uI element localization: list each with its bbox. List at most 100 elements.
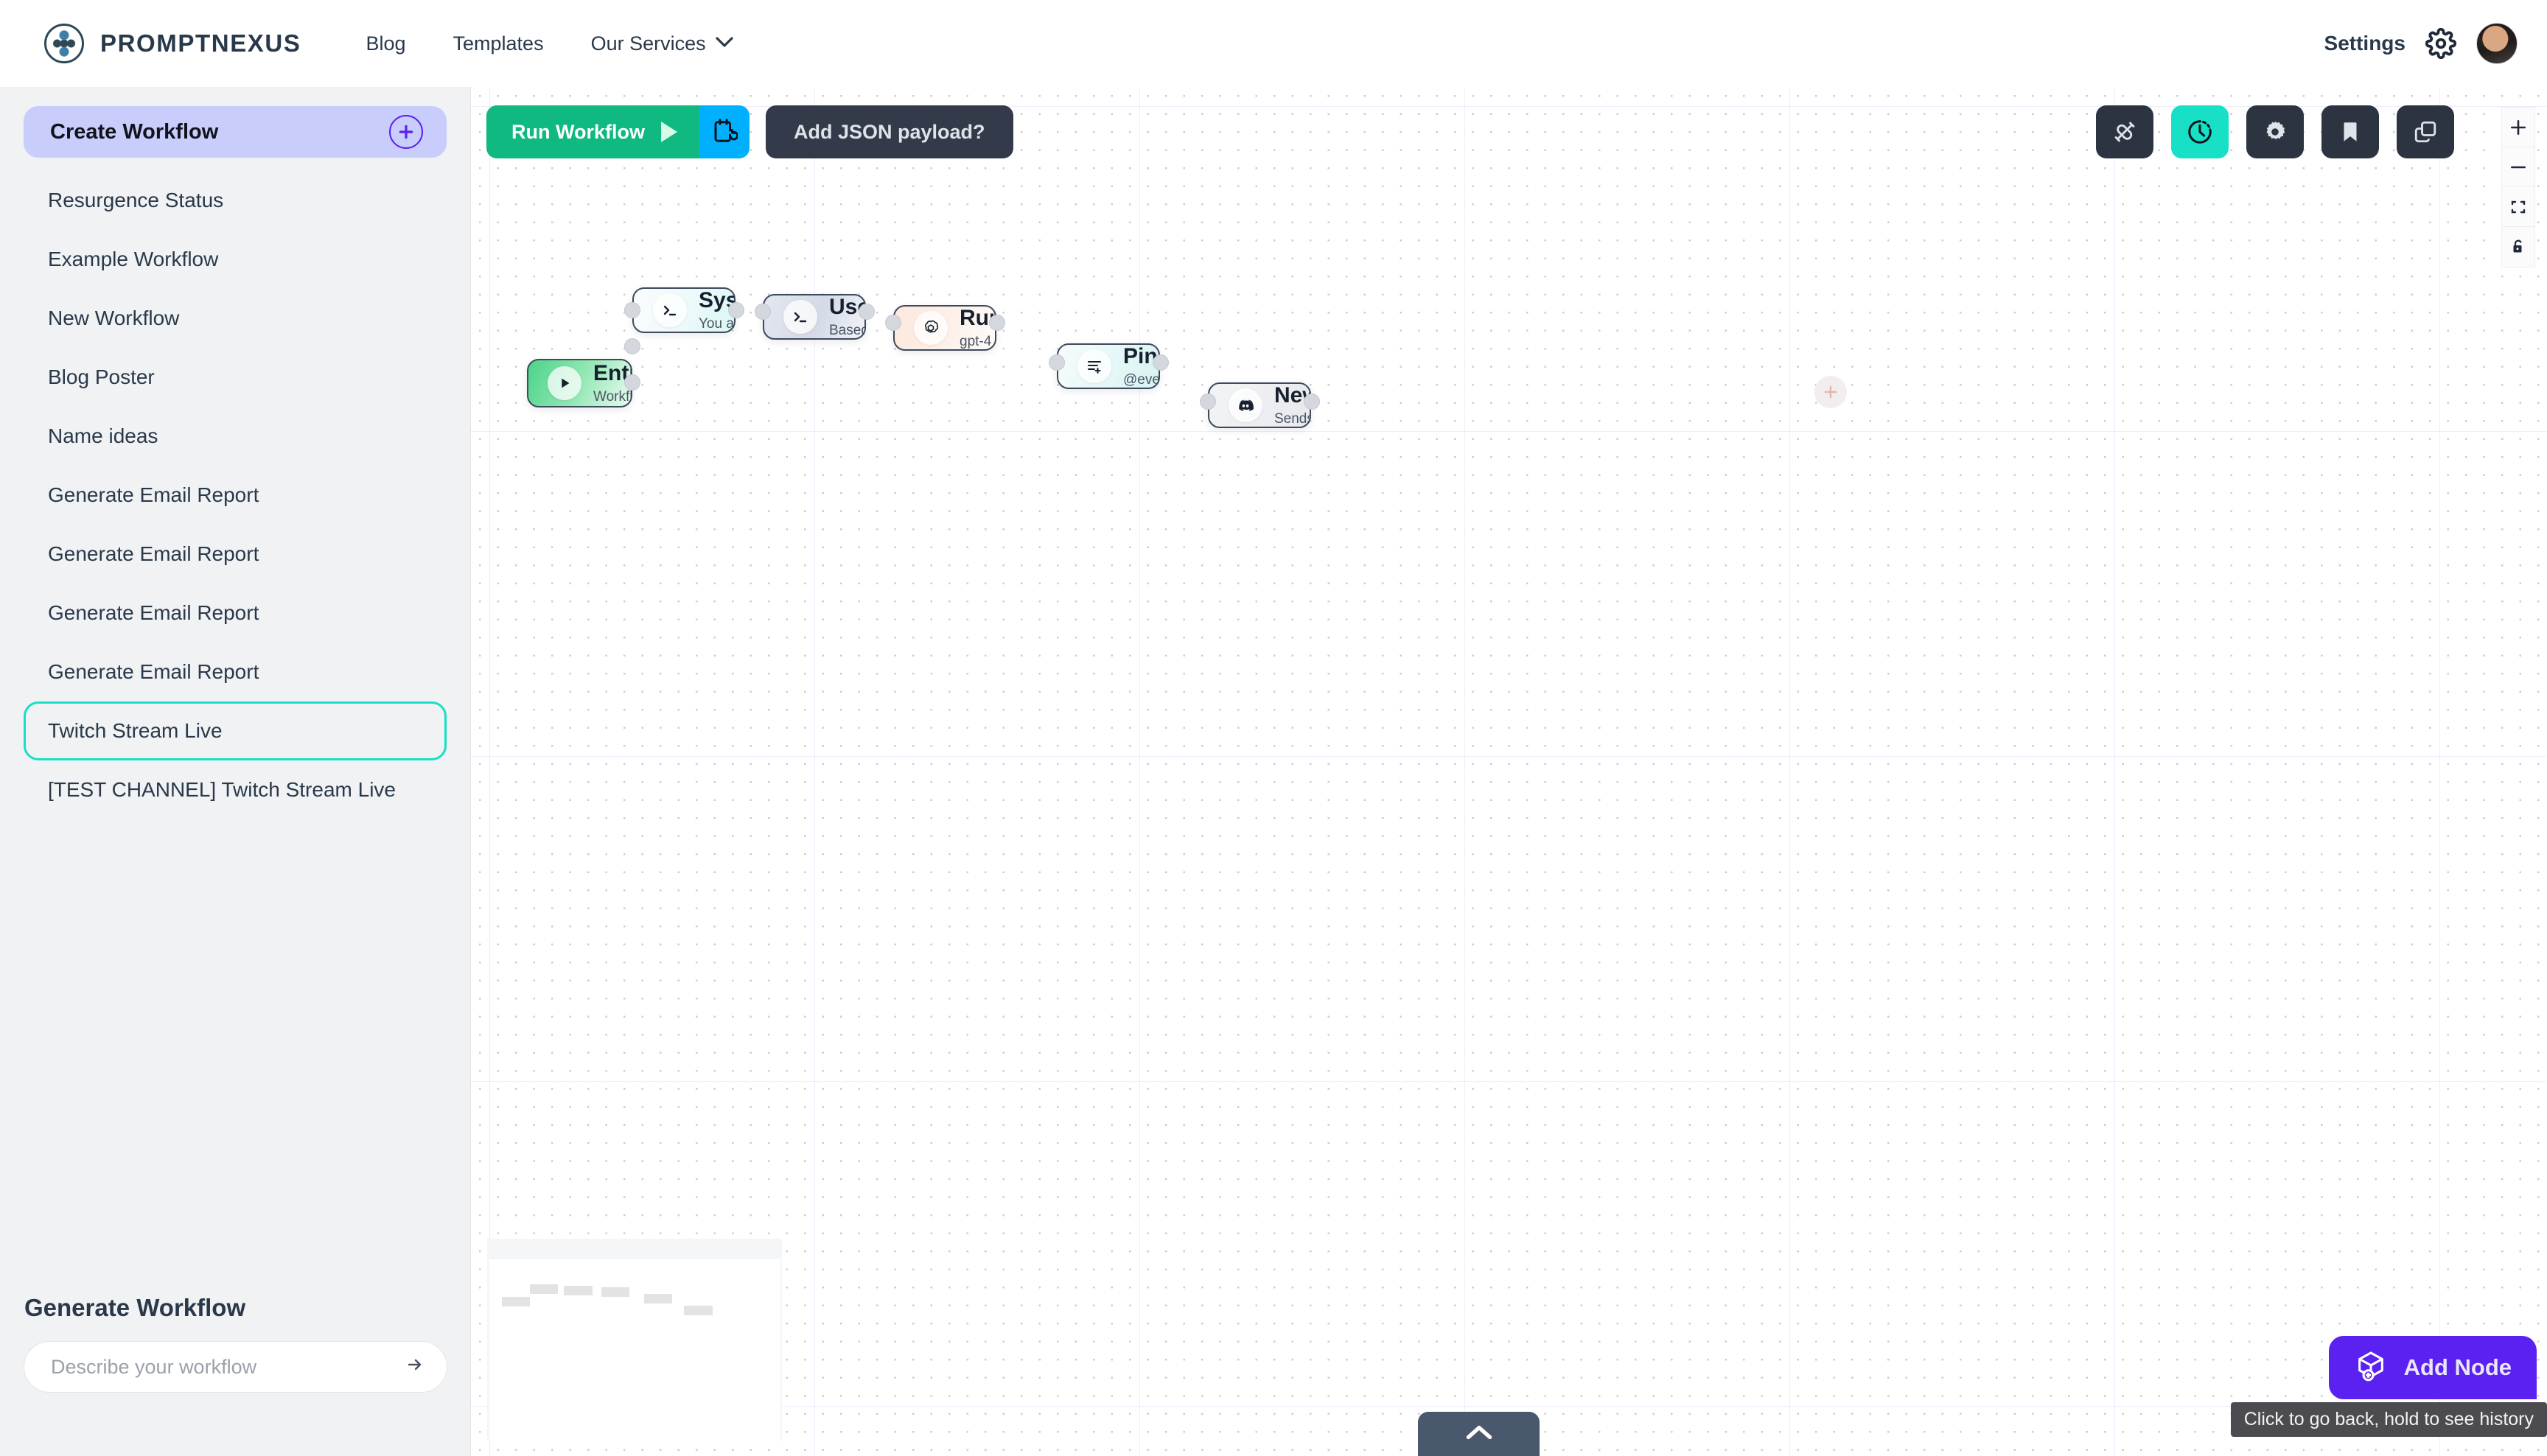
workflow-item-test-channel-twitch-stream-live[interactable]: [TEST CHANNEL] Twitch Stream Live: [48, 778, 396, 801]
generate-workflow-title: Generate Workflow: [24, 1294, 246, 1321]
canvas-toolbar-left: Run Workflow Add JSON payload?: [486, 105, 1013, 158]
sidebar: Create Workflow Resurgence Status Exampl…: [0, 87, 471, 1456]
workflow-item-new-workflow[interactable]: New Workflow: [48, 307, 180, 329]
brand-name: PROMPTNEXUS: [100, 29, 301, 57]
minimap-node: [644, 1294, 672, 1303]
play-icon: [660, 122, 677, 142]
node-new-node-discord[interactable]: New Node Sends a message from a di...: [1208, 382, 1311, 428]
minimap-node: [564, 1286, 593, 1295]
node-entry[interactable]: Entry Node Workflow starts here: [527, 359, 632, 407]
node-run-llm[interactable]: Run LLM gpt-4: [893, 305, 996, 351]
run-workflow-button[interactable]: Run Workflow: [486, 105, 699, 158]
bookmark-icon[interactable]: [2321, 105, 2379, 158]
workflow-item-generate-email-report-2[interactable]: Generate Email Report: [48, 542, 259, 565]
node-port[interactable]: [755, 304, 771, 320]
node-subtitle: Sends a message from a di...: [1274, 411, 1310, 427]
add-json-payload-button[interactable]: Add JSON payload?: [765, 105, 1013, 158]
schedule-button[interactable]: [699, 105, 750, 158]
run-group: Run Workflow: [486, 105, 750, 158]
minimap-viewport: [489, 1259, 780, 1441]
node-port[interactable]: [1153, 354, 1169, 371]
workflow-item-generate-email-report-1[interactable]: Generate Email Report: [48, 483, 259, 506]
add-node-label: Add Node: [2403, 1354, 2512, 1380]
minimap-node: [502, 1297, 530, 1306]
nav-item-label: Blog: [366, 32, 406, 55]
generate-workflow-section: Generate Workflow: [0, 1294, 471, 1393]
calendar-clock-icon: [711, 117, 739, 147]
node-subtitle: Workflow starts here: [593, 389, 631, 405]
describe-workflow-input[interactable]: [51, 1355, 404, 1379]
discord-icon: [1229, 388, 1262, 422]
zoom-out-icon[interactable]: [2502, 147, 2534, 187]
nexus-logo-icon: [44, 24, 84, 63]
copy-icon[interactable]: [2397, 105, 2454, 158]
node-port[interactable]: [1200, 393, 1216, 410]
node-port[interactable]: [624, 302, 640, 318]
minimap-node: [601, 1287, 629, 1297]
node-port[interactable]: [885, 315, 901, 331]
history-tooltip: Click to go back, hold to see history: [2230, 1402, 2547, 1437]
main-nav: Blog Templates Our Services: [342, 25, 757, 63]
node-system[interactable]: System Node You are an automated disc...: [632, 287, 736, 333]
nav-item-templates[interactable]: Templates: [430, 25, 567, 63]
gear-icon[interactable]: [2246, 105, 2304, 158]
node-port[interactable]: [859, 304, 875, 320]
minimap-node: [684, 1306, 713, 1315]
node-ping-all[interactable]: Ping All and... @everyone https://www.tw…: [1057, 343, 1160, 389]
minimap[interactable]: [487, 1239, 782, 1441]
workflow-item-generate-email-report-3[interactable]: Generate Email Report: [48, 601, 259, 624]
plus-circle-icon: [389, 115, 423, 149]
arrow-right-icon[interactable]: [404, 1356, 426, 1378]
add-node-button[interactable]: Add Node: [2328, 1336, 2537, 1399]
gear-icon[interactable]: [2425, 27, 2457, 60]
zoom-in-icon[interactable]: [2502, 108, 2534, 147]
node-user[interactable]: User node Based on the following bod...: [763, 294, 866, 340]
node-port[interactable]: [1049, 354, 1065, 371]
node-subtitle: gpt-4: [960, 334, 992, 350]
workflow-item-resurgence-status[interactable]: Resurgence Status: [48, 189, 224, 211]
nav-item-our-services[interactable]: Our Services: [567, 25, 758, 63]
openai-icon: [914, 311, 948, 345]
run-workflow-label: Run Workflow: [511, 120, 645, 143]
nav-item-label: Templates: [453, 32, 544, 55]
create-workflow-button[interactable]: Create Workflow: [24, 106, 447, 158]
collapse-panel-button[interactable]: [1418, 1412, 1540, 1456]
workflow-canvas[interactable]: Entry Node Workflow starts here System N…: [471, 87, 2547, 1456]
terminal-icon: [783, 300, 817, 334]
chevron-up-icon: [1464, 1423, 1494, 1446]
add-json-payload-label: Add JSON payload?: [793, 120, 985, 143]
nav-item-label: Our Services: [590, 32, 706, 55]
node-port[interactable]: [728, 302, 744, 318]
nav-item-blog[interactable]: Blog: [342, 25, 429, 63]
list-plus-icon: [1077, 349, 1111, 383]
settings-label[interactable]: Settings: [2324, 32, 2406, 55]
workflow-item-name-ideas[interactable]: Name ideas: [48, 424, 158, 447]
fit-view-icon[interactable]: [2502, 187, 2534, 227]
workflow-item-twitch-stream-live[interactable]: Twitch Stream Live: [24, 701, 447, 760]
workflow-item-generate-email-report-4[interactable]: Generate Email Report: [48, 660, 259, 683]
plug-icon[interactable]: [2096, 105, 2153, 158]
top-header: PROMPTNEXUS Blog Templates Our Services …: [0, 0, 2547, 87]
node-port[interactable]: [624, 338, 640, 354]
chevron-down-icon: [715, 36, 734, 51]
zoom-controls: [2501, 107, 2535, 267]
avatar[interactable]: [2476, 23, 2518, 64]
node-subtitle: @everyone https://www.tw...: [1123, 372, 1159, 388]
ghost-plus-icon[interactable]: [1814, 376, 1847, 408]
play-circle-icon: [548, 366, 581, 400]
history-clock-icon[interactable]: [2171, 105, 2229, 158]
header-actions: Settings: [2324, 23, 2518, 64]
node-port[interactable]: [1304, 393, 1320, 410]
terminal-icon: [653, 293, 687, 327]
generate-workflow-input-wrap: [24, 1341, 447, 1393]
canvas-toolbar-right: [2096, 105, 2454, 158]
lock-icon[interactable]: [2502, 227, 2534, 267]
node-port[interactable]: [989, 315, 1005, 331]
cube-plus-icon: [2354, 1349, 2388, 1387]
workflow-item-example-workflow[interactable]: Example Workflow: [48, 248, 219, 270]
node-subtitle: You are an automated disc...: [699, 316, 734, 332]
node-port[interactable]: [624, 374, 640, 391]
create-workflow-label: Create Workflow: [50, 119, 219, 144]
brand[interactable]: PROMPTNEXUS: [44, 24, 301, 63]
workflow-item-blog-poster[interactable]: Blog Poster: [48, 365, 155, 388]
